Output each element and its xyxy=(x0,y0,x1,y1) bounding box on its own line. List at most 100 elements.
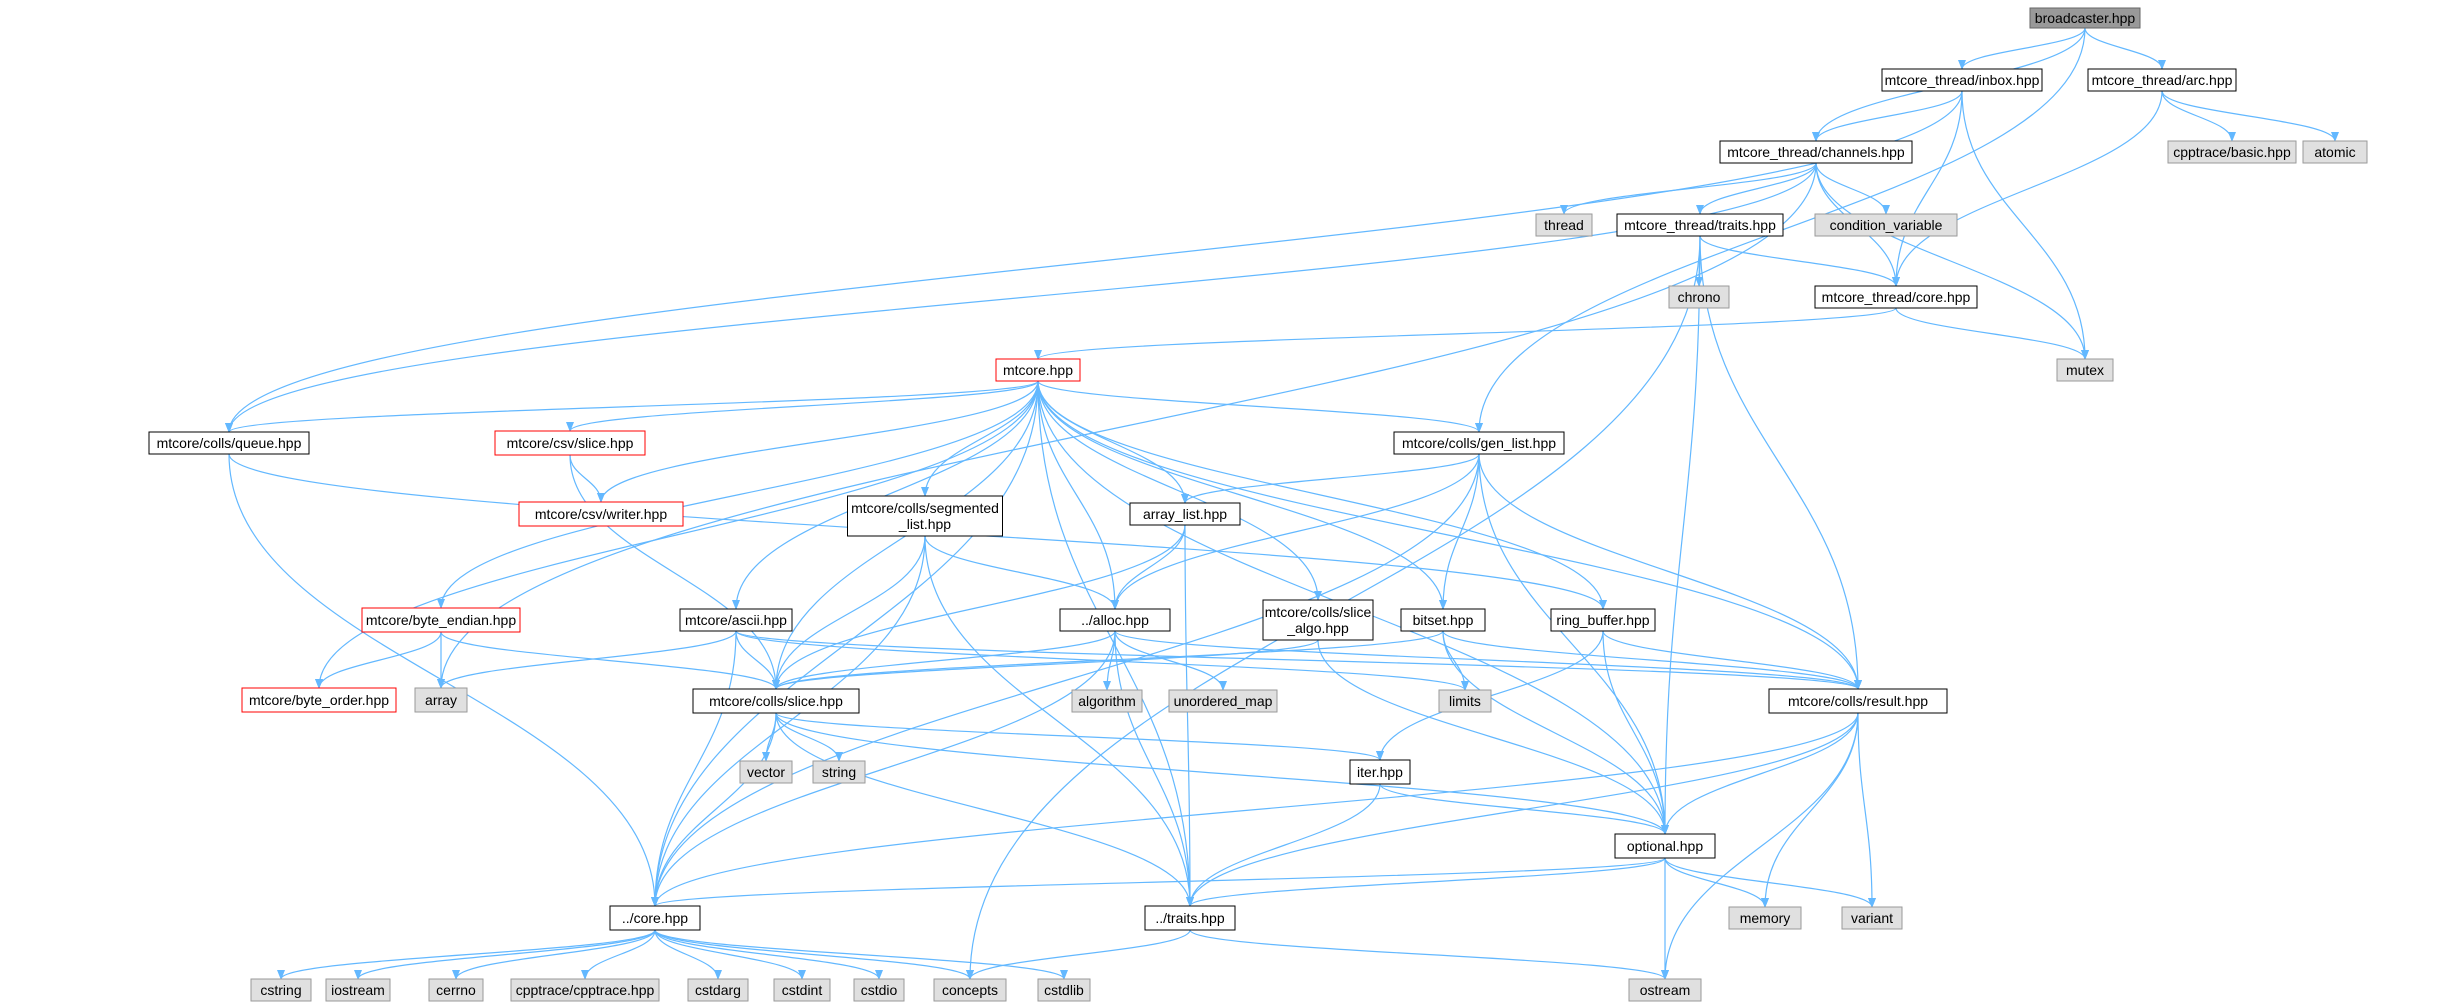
node-label-line-iostream-0: iostream xyxy=(331,982,385,998)
edge-mtcore-to-gen_list xyxy=(1037,380,1483,433)
node-label-byte_endian: mtcore/byte_endian.hpp xyxy=(366,612,516,628)
node-core[interactable]: ../core.hpp xyxy=(609,905,701,931)
node-colls_slice[interactable]: mtcore/colls/slice.hpp xyxy=(692,688,860,714)
edge-gen_list-to-result xyxy=(1478,453,1862,690)
node-unordered_map: unordered_map xyxy=(1168,689,1278,713)
node-array_list[interactable]: array_list.hpp xyxy=(1129,502,1241,526)
edge-colls_slice-to-core xyxy=(651,712,777,907)
node-core_thread[interactable]: mtcore_thread/core.hpp xyxy=(1814,285,1978,309)
node-label-segmented: mtcore/colls/segmented_list.hpp xyxy=(851,500,999,532)
node-memory: memory xyxy=(1728,906,1802,930)
node-csv_writer[interactable]: mtcore/csv/writer.hpp xyxy=(518,501,684,527)
edge-mtcore-to-queue xyxy=(225,380,1039,433)
node-broadcaster[interactable]: broadcaster.hpp xyxy=(2029,7,2141,29)
edge-traits-to-ostream xyxy=(1189,929,1669,980)
node-queue[interactable]: mtcore/colls/queue.hpp xyxy=(148,431,310,455)
node-algorithm: algorithm xyxy=(1071,689,1143,713)
node-box-cstdint xyxy=(773,978,831,1002)
edge-gen_list-to-array_list xyxy=(1181,453,1480,504)
edge-mtcore-to-array_list xyxy=(1037,380,1189,504)
node-result[interactable]: mtcore/colls/result.hpp xyxy=(1768,688,1948,714)
node-cpptrace_basic: cpptrace/basic.hpp xyxy=(2167,140,2297,164)
edge-mtcore-to-core xyxy=(651,380,1039,907)
node-ostream: ostream xyxy=(1628,978,1702,1002)
node-ascii[interactable]: mtcore/ascii.hpp xyxy=(679,608,793,632)
node-label-limits: limits xyxy=(1449,693,1481,709)
edge-mtcore-to-ring_buffer xyxy=(1037,380,1607,610)
node-ring_buffer[interactable]: ring_buffer.hpp xyxy=(1550,608,1656,632)
node-gen_list[interactable]: mtcore/colls/gen_list.hpp xyxy=(1393,431,1565,455)
node-box-array xyxy=(414,687,468,713)
edge-traits_thread-to-optional xyxy=(1661,235,1701,835)
node-label-line-condvar-0: condition_variable xyxy=(1830,217,1943,233)
node-label-bitset: bitset.hpp xyxy=(1413,612,1474,628)
node-label-line-cpptrace_basic-0: cpptrace/basic.hpp xyxy=(2173,144,2291,160)
node-box-chrono xyxy=(1668,285,1730,309)
edge-core-to-cstdint xyxy=(654,929,806,980)
node-csv_slice[interactable]: mtcore/csv/slice.hpp xyxy=(494,430,646,456)
node-traits_thread[interactable]: mtcore_thread/traits.hpp xyxy=(1616,213,1784,237)
node-array: array xyxy=(414,687,468,713)
node-iter[interactable]: iter.hpp xyxy=(1349,759,1411,785)
edge-optional-to-variant xyxy=(1664,857,1876,908)
node-box-cpptrace xyxy=(510,978,660,1002)
node-box-variant xyxy=(1841,906,1903,930)
node-label-csv_writer: mtcore/csv/writer.hpp xyxy=(535,506,667,522)
node-label-line-array_list-0: array_list.hpp xyxy=(1143,506,1227,522)
node-label-core: ../core.hpp xyxy=(622,910,688,926)
node-label-result: mtcore/colls/result.hpp xyxy=(1788,693,1928,709)
node-box-algorithm xyxy=(1071,689,1143,713)
edge-arc-to-atomic xyxy=(2161,90,2339,142)
edge-core-to-cstdio xyxy=(654,929,883,980)
node-label-line-traits_thread-0: mtcore_thread/traits.hpp xyxy=(1624,217,1776,233)
node-label-line-mtcore-0: mtcore.hpp xyxy=(1003,362,1073,378)
node-label-vector: vector xyxy=(747,764,785,780)
edge-mtcore-to-csv_writer xyxy=(597,380,1039,503)
node-inbox[interactable]: mtcore_thread/inbox.hpp xyxy=(1881,68,2043,92)
edge-array_list-to-alloc xyxy=(1111,524,1186,610)
node-label-line-ring_buffer-0: ring_buffer.hpp xyxy=(1556,612,1649,628)
node-label-alloc: ../alloc.hpp xyxy=(1081,612,1149,628)
node-bitset[interactable]: bitset.hpp xyxy=(1400,608,1486,632)
edge-alloc-to-colls_slice xyxy=(772,630,1116,690)
node-box-gen_list xyxy=(1393,431,1565,455)
node-label-line-byte_order-0: mtcore/byte_order.hpp xyxy=(249,692,389,708)
edge-gen_list-to-alloc xyxy=(1111,453,1480,610)
edge-arc-to-core_thread xyxy=(1892,90,2163,287)
edge-ascii-to-array xyxy=(437,630,737,689)
node-byte_endian[interactable]: mtcore/byte_endian.hpp xyxy=(361,607,521,633)
node-box-inbox xyxy=(1881,68,2043,92)
node-channels[interactable]: mtcore_thread/channels.hpp xyxy=(1719,140,1913,164)
node-iostream: iostream xyxy=(325,978,391,1002)
node-label-line-cerrno-0: cerrno xyxy=(436,982,476,998)
node-segmented[interactable]: mtcore/colls/segmented_list.hpp xyxy=(847,495,1003,537)
node-box-thread xyxy=(1535,213,1593,237)
edge-colls_slice-to-traits xyxy=(775,712,1194,907)
node-label-unordered_map: unordered_map xyxy=(1174,693,1273,709)
node-arc[interactable]: mtcore_thread/arc.hpp xyxy=(2087,68,2237,92)
node-label-traits: ../traits.hpp xyxy=(1155,910,1224,926)
edge-result-to-core xyxy=(651,712,1859,907)
node-label-line-result-0: mtcore/colls/result.hpp xyxy=(1788,693,1928,709)
node-label-line-cstdarg-0: cstdarg xyxy=(695,982,741,998)
node-label-algorithm: algorithm xyxy=(1078,693,1136,709)
node-traits[interactable]: ../traits.hpp xyxy=(1144,905,1236,931)
node-box-concepts xyxy=(933,978,1007,1002)
node-label-cerrno: cerrno xyxy=(436,982,476,998)
node-concepts: concepts xyxy=(933,978,1007,1002)
node-alloc[interactable]: ../alloc.hpp xyxy=(1059,608,1171,632)
node-optional[interactable]: optional.hpp xyxy=(1614,833,1716,859)
node-variant: variant xyxy=(1841,906,1903,930)
node-box-optional xyxy=(1614,833,1716,859)
edge-core-to-cstdlib xyxy=(654,929,1068,980)
node-mtcore[interactable]: mtcore.hpp xyxy=(995,358,1081,382)
edge-broadcaster-to-inbox xyxy=(1958,27,2086,70)
node-byte_order[interactable]: mtcore/byte_order.hpp xyxy=(241,687,397,713)
node-box-byte_endian xyxy=(361,607,521,633)
node-label-iter: iter.hpp xyxy=(1357,764,1403,780)
node-label-colls_slice: mtcore/colls/slice.hpp xyxy=(709,693,843,709)
node-label-line-byte_endian-0: mtcore/byte_endian.hpp xyxy=(366,612,516,628)
node-slice_algo[interactable]: mtcore/colls/slice_algo.hpp xyxy=(1262,599,1374,641)
edge-optional-to-traits xyxy=(1186,857,1666,907)
